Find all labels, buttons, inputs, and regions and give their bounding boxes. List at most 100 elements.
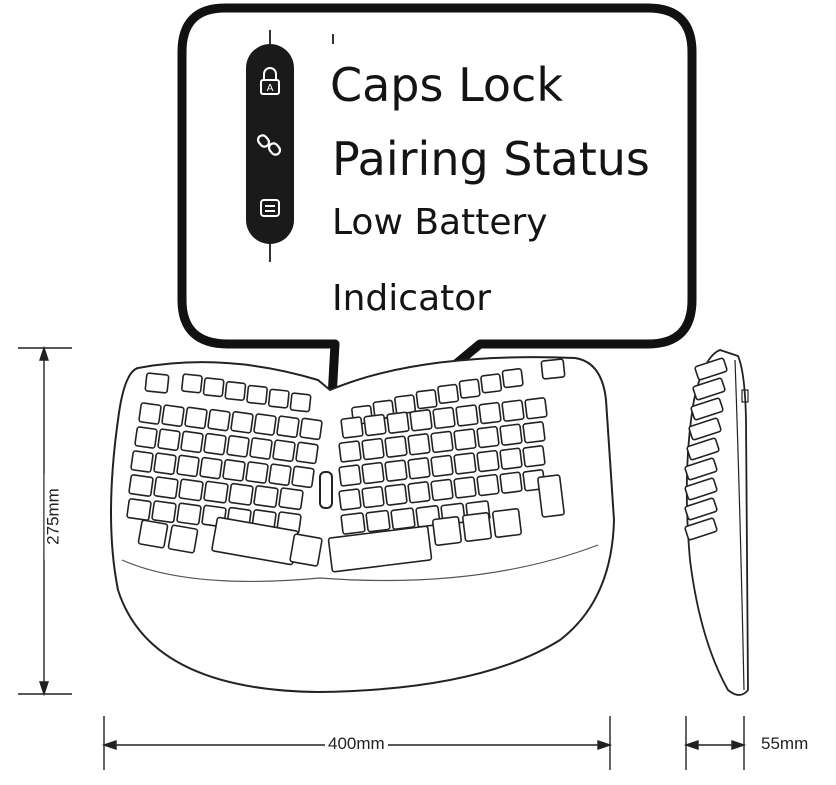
key [161, 404, 185, 427]
key [437, 383, 460, 405]
key [409, 409, 433, 432]
key [128, 474, 154, 497]
keys-left-half [126, 372, 323, 567]
key [327, 525, 433, 573]
key [453, 476, 477, 499]
key [230, 411, 254, 434]
key [684, 457, 718, 481]
keys-right-half [327, 358, 566, 573]
key [289, 392, 312, 413]
key [338, 440, 362, 463]
svg-text:A: A [267, 83, 274, 94]
key [153, 476, 179, 500]
key [430, 478, 454, 502]
key [203, 432, 227, 456]
key [289, 533, 323, 567]
key [184, 406, 208, 430]
key [249, 437, 273, 460]
key [390, 507, 416, 530]
key [126, 498, 152, 521]
key [453, 452, 477, 475]
key [222, 459, 246, 482]
key [430, 454, 454, 478]
key [361, 461, 385, 485]
key [203, 480, 229, 504]
key [365, 509, 391, 533]
indicator-strip: A [246, 30, 334, 262]
key [178, 478, 204, 502]
key [480, 373, 503, 394]
key [338, 488, 362, 511]
key [246, 384, 268, 405]
key [501, 399, 525, 422]
battery-icon [260, 199, 280, 217]
key [686, 437, 720, 461]
key [684, 497, 718, 521]
low-battery-label: Low Battery [332, 202, 548, 243]
key [267, 388, 290, 409]
key [430, 430, 454, 454]
caps-lock-label: Caps Lock [330, 58, 563, 112]
key [522, 445, 546, 468]
height-dimension-label: 275mm [44, 473, 63, 560]
key [432, 406, 456, 430]
pairing-status-label: Pairing Status [332, 132, 650, 186]
key [268, 463, 292, 486]
key [499, 471, 523, 494]
key [167, 524, 199, 554]
key [537, 474, 565, 518]
key [476, 449, 500, 473]
key [384, 435, 408, 458]
key [476, 473, 500, 497]
key [272, 439, 296, 462]
key [431, 515, 463, 547]
key [478, 401, 502, 425]
key [176, 454, 200, 478]
key [228, 482, 254, 506]
key [181, 373, 203, 394]
key [499, 447, 523, 470]
key [224, 381, 247, 402]
key [386, 411, 410, 434]
key [291, 465, 315, 489]
key [694, 357, 728, 381]
key [684, 517, 718, 541]
key [176, 502, 202, 526]
key [453, 428, 477, 451]
key [338, 464, 362, 487]
key [522, 421, 546, 444]
keyboard-indicator [319, 471, 333, 509]
key [207, 408, 231, 432]
keyboard-side-view [684, 349, 749, 696]
key [157, 428, 181, 451]
key [340, 416, 364, 439]
key [151, 500, 177, 524]
key [384, 459, 408, 482]
key [476, 425, 500, 449]
key [407, 481, 431, 504]
key [153, 452, 177, 475]
key [253, 413, 277, 436]
key [499, 423, 523, 446]
link-icon [256, 134, 282, 156]
keyboard-palm-rest [121, 544, 599, 583]
key [138, 402, 162, 425]
key [415, 389, 438, 410]
key [455, 404, 479, 427]
key [340, 512, 366, 535]
key [180, 430, 204, 454]
key [461, 511, 493, 543]
key [458, 378, 481, 399]
key [199, 456, 223, 480]
key [144, 372, 170, 394]
key [276, 415, 300, 438]
key [407, 433, 431, 456]
key [688, 417, 722, 441]
key [130, 450, 154, 473]
key [278, 487, 304, 511]
key [361, 437, 385, 461]
key [137, 519, 169, 549]
key [295, 441, 319, 465]
key [524, 397, 548, 420]
